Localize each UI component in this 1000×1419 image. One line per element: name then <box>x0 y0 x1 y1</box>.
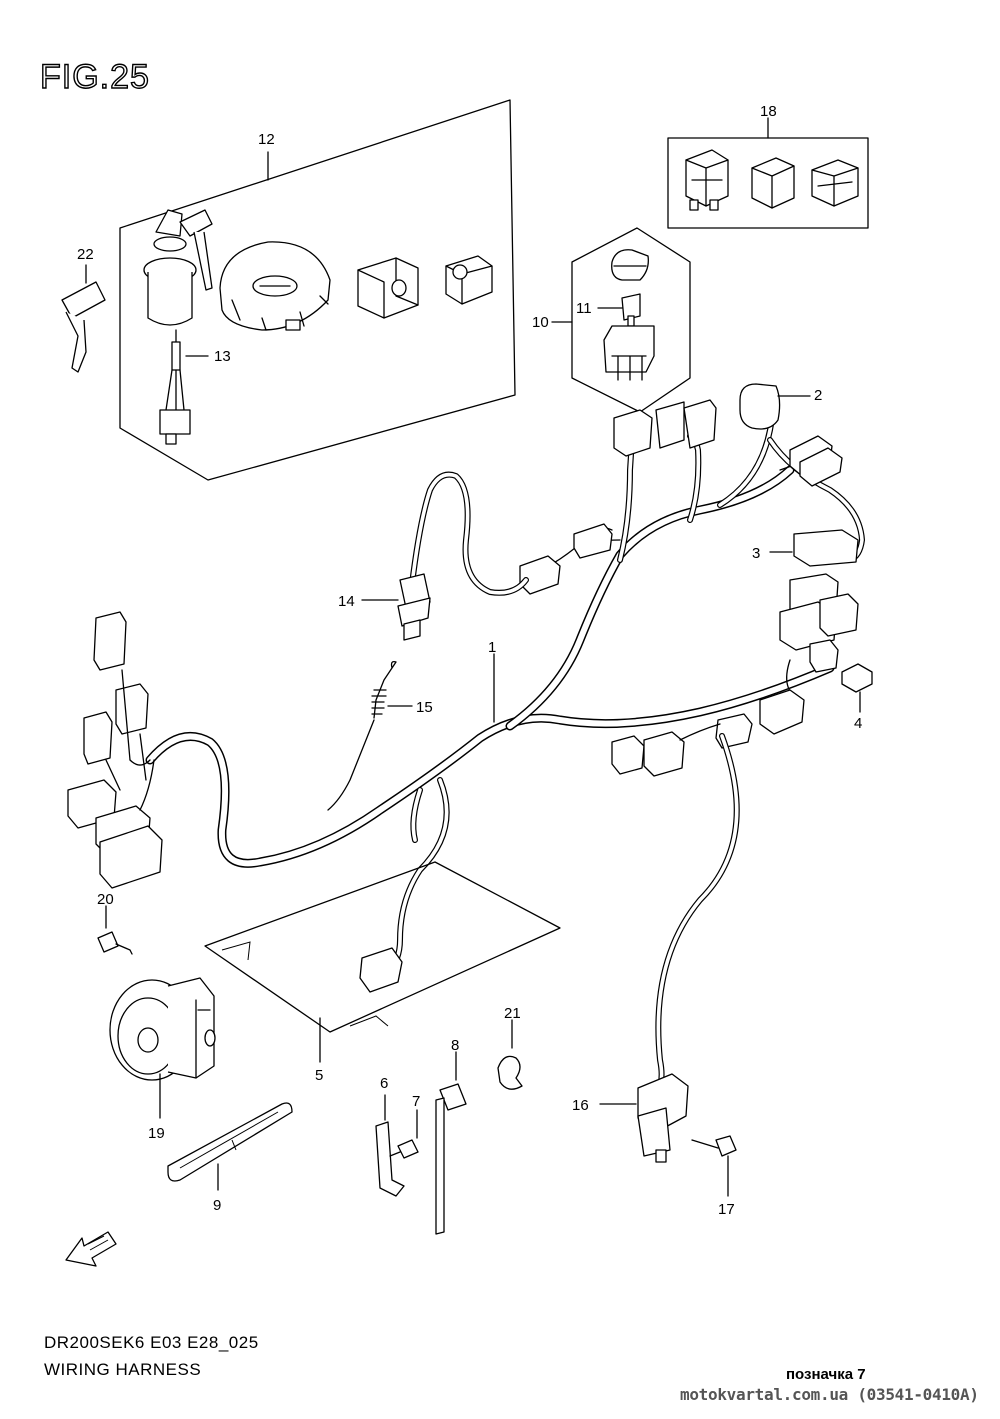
front-direction-arrow <box>65 1231 117 1267</box>
wire-clip <box>497 1019 523 1090</box>
horn-bolt <box>97 905 133 955</box>
mark-label: позначка 7 <box>786 1366 866 1383</box>
callout-17: 17 <box>718 1201 735 1218</box>
callout-16: 16 <box>572 1097 589 1114</box>
seat-lock-right <box>445 255 493 305</box>
callout-4: 4 <box>854 715 862 732</box>
callout-8: 8 <box>451 1037 459 1054</box>
cable-tie <box>435 1051 467 1235</box>
protection-sheet <box>204 861 561 1063</box>
callout-14: 14 <box>338 593 355 610</box>
key-22 <box>61 264 106 373</box>
callout-18: 18 <box>760 103 777 120</box>
callout-6: 6 <box>380 1075 388 1092</box>
sensor-bolt <box>691 1135 737 1197</box>
sensor-with-lead <box>599 733 740 1163</box>
callout-19: 19 <box>148 1125 165 1142</box>
callout-9: 9 <box>213 1197 221 1214</box>
fuse-box-frame <box>551 227 691 413</box>
ignition-switch <box>143 209 213 445</box>
cover-set-frame <box>667 117 869 229</box>
callout-13: 13 <box>214 348 231 365</box>
callout-11: 11 <box>576 300 592 317</box>
callout-1: 1 <box>488 639 496 656</box>
site-credit: motokvartal.com.ua (03541-0410A) <box>680 1385 979 1404</box>
callout-22: 22 <box>77 246 94 263</box>
screw <box>389 1109 419 1159</box>
neutral-switch <box>361 471 529 641</box>
horn <box>109 977 216 1119</box>
harness-clamp-band <box>167 1102 293 1191</box>
callout-2: 2 <box>814 387 822 404</box>
callout-3: 3 <box>752 545 760 562</box>
callout-labels: 1 2 3 4 5 6 7 8 9 10 11 12 13 14 15 16 1… <box>77 103 862 1218</box>
callout-21: 21 <box>504 1005 521 1022</box>
ignition-switch-set-frame <box>119 99 516 481</box>
seat-lock-left <box>357 257 419 319</box>
callout-7: 7 <box>412 1093 420 1110</box>
main-wiring-harness <box>67 383 873 993</box>
callout-10: 10 <box>532 314 549 331</box>
return-spring <box>327 660 413 811</box>
callout-5: 5 <box>315 1067 323 1084</box>
callout-20: 20 <box>97 891 114 908</box>
figure-title: FIG.25 <box>39 57 150 96</box>
diagram-code: DR200SEK6 E03 E28_025 <box>44 1333 259 1352</box>
callout-12: 12 <box>258 131 275 148</box>
bracket <box>375 1094 405 1197</box>
callout-15: 15 <box>416 699 433 716</box>
diagram-name: WIRING HARNESS <box>44 1360 202 1379</box>
fuel-cap-lock <box>219 241 331 331</box>
